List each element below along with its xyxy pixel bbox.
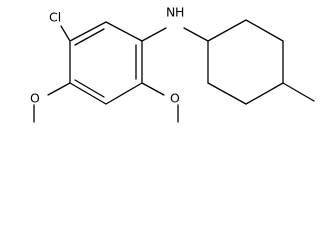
ring-bond-c4-c5	[69, 82, 107, 105]
bond-ring-methoxy-right	[141, 82, 165, 96]
cyclohexane-bond-4	[245, 82, 284, 105]
methoxy-oxygen-left-label: O	[30, 91, 40, 106]
bond-ring-methoxy-left	[47, 82, 71, 96]
bond-amine-cyclohexyl	[183, 27, 209, 42]
ring-bond-c1-c2	[105, 21, 143, 42]
bond-cyclohexyl-methyl	[282, 82, 315, 102]
cyclohexane-bond-1	[207, 19, 247, 42]
cyclohexane-bond-2	[245, 19, 284, 42]
chloro-label: Cl	[49, 10, 61, 25]
ring-bond-c4-c5-inner	[74, 79, 105, 98]
cyclohexane-bond-5	[207, 82, 247, 105]
methoxy-oxygen-right-label: O	[170, 91, 180, 106]
benzene-ring	[69, 21, 143, 105]
amine-n-label: N	[166, 5, 175, 20]
cyclohexane-ring	[207, 19, 284, 105]
ring-bond-c6-c1-inner	[74, 28, 105, 46]
bond-ring-chloro	[60, 25, 71, 42]
molecule-structure: Cl N H O O	[30, 5, 315, 123]
ring-bond-c3-c4	[105, 82, 143, 105]
ring-bond-c6-c1	[69, 21, 107, 42]
bond-ring-amine	[141, 27, 167, 42]
amine-h-label: H	[175, 5, 184, 20]
